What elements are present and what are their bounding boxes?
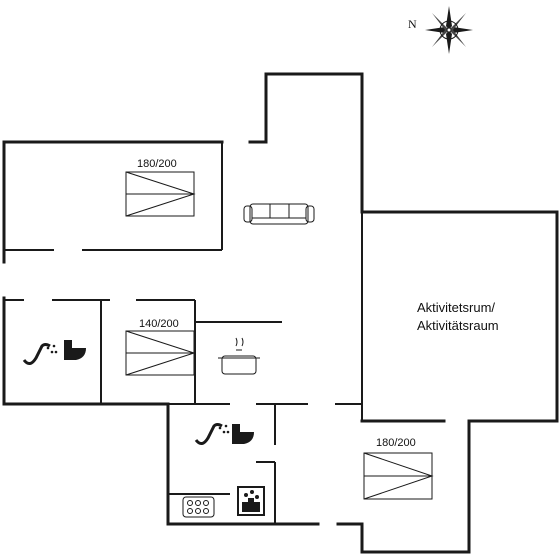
room-label-line-2: Aktivitätsraum xyxy=(417,318,499,333)
sofa-icon xyxy=(243,203,315,225)
pot-icon xyxy=(218,337,260,375)
bed-size-label: 180/200 xyxy=(137,158,177,170)
shower-icon xyxy=(22,343,58,365)
shower-icon xyxy=(194,423,230,445)
bed-size-label: 180/200 xyxy=(376,437,416,449)
room-label-line-1: Aktivitetsrum/ xyxy=(417,300,495,315)
toilet-icon xyxy=(232,424,254,444)
bed-middle xyxy=(125,330,196,376)
sauna-icon xyxy=(237,486,265,516)
bed-size-label: 140/200 xyxy=(139,318,179,330)
toilet-icon xyxy=(64,340,86,360)
compass-north-label: N xyxy=(408,17,417,31)
bed-bottom-right xyxy=(363,452,434,500)
interior-walls xyxy=(4,142,363,524)
bed-top-left xyxy=(125,171,196,217)
compass-rose-icon xyxy=(425,6,473,54)
stove-icon xyxy=(182,496,215,518)
